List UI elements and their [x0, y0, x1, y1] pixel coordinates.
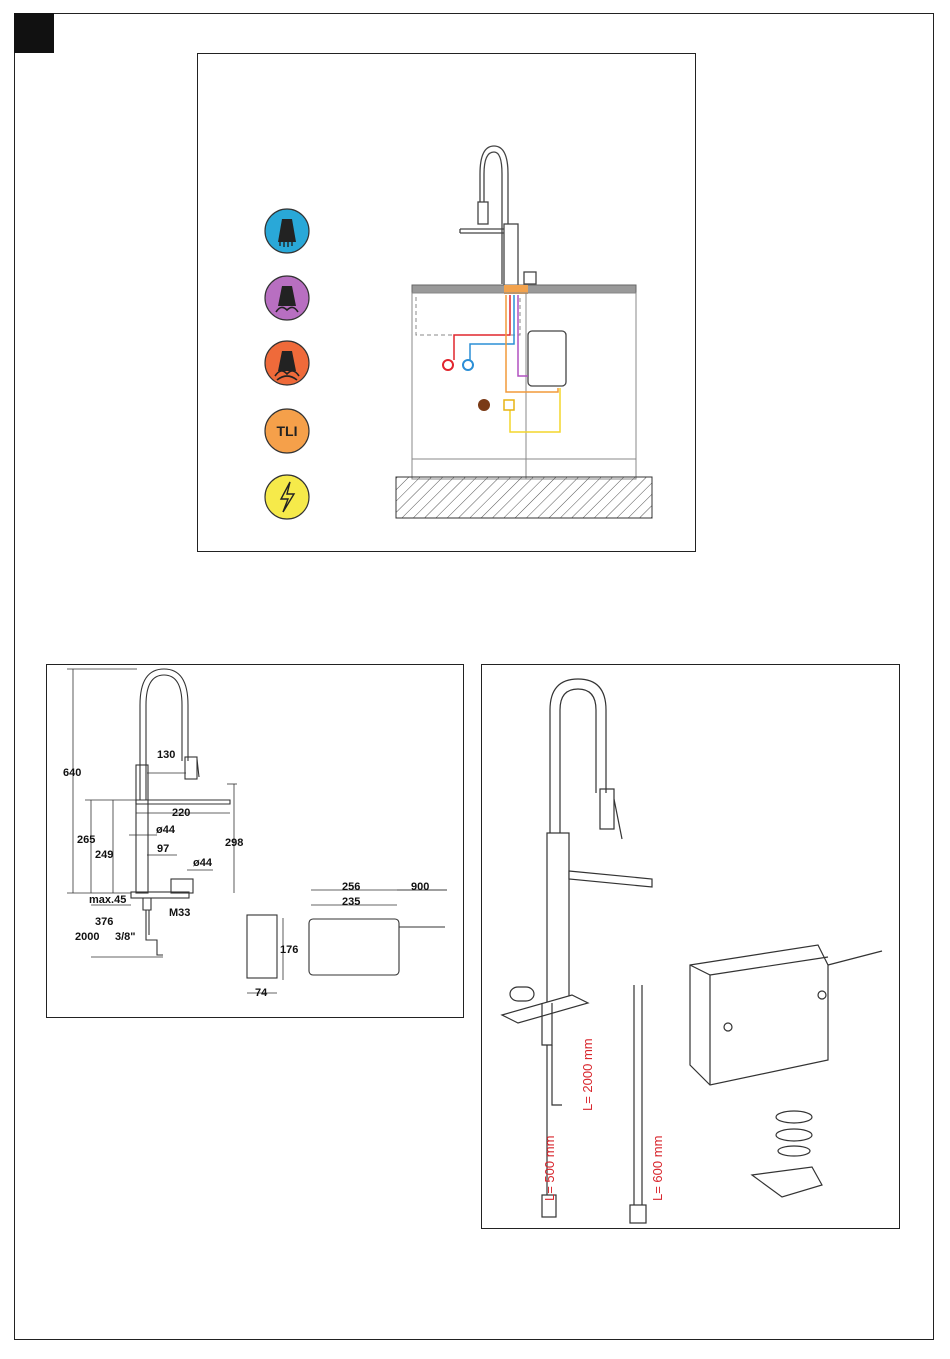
sink-cabinet — [412, 293, 636, 479]
hot-water-valve — [443, 360, 453, 370]
dim-640: 640 — [63, 767, 81, 779]
control-box — [528, 331, 566, 386]
dim-97: 97 — [157, 843, 169, 855]
dimensions-panel: 640 130 220 265 249 298 ø44 97 ø44 max.4… — [46, 664, 464, 1018]
drain-connection — [478, 399, 490, 411]
hot-water-icon — [265, 341, 309, 385]
dim-298: 298 — [225, 837, 243, 849]
dim-044-top: ø44 — [156, 824, 176, 836]
dim-249: 249 — [95, 849, 113, 861]
box-front-view — [309, 919, 399, 975]
dim-265: 265 — [77, 834, 95, 846]
tli-label: TLI — [277, 423, 298, 439]
connection-hoses — [630, 985, 646, 1223]
parts-drawing: L= 500 mm L= 2000 mm L= 600 mm — [482, 665, 901, 1230]
power-socket — [504, 400, 514, 410]
faucet-side-view — [460, 146, 536, 286]
dim-3-8: 3/8" — [115, 931, 136, 943]
dim-74: 74 — [255, 987, 268, 999]
control-box-3d — [690, 945, 882, 1085]
electric-icon — [265, 475, 309, 519]
hose-label-2000: L= 2000 mm — [580, 1038, 595, 1111]
dim-900: 900 — [411, 881, 429, 893]
cold-water-icon — [265, 209, 309, 253]
dim-376: 376 — [95, 916, 113, 928]
box-side-view — [247, 915, 277, 978]
hot-water-line — [454, 295, 510, 360]
installation-scheme: TLI — [198, 54, 697, 553]
dim-220: 220 — [172, 807, 190, 819]
dim-176: 176 — [280, 944, 298, 956]
section-marker — [14, 13, 54, 53]
dim-044-bottom: ø44 — [193, 857, 213, 869]
tli-icon: TLI — [265, 409, 309, 453]
parts-panel: L= 500 mm L= 2000 mm L= 600 mm — [481, 664, 900, 1229]
hose-label-600: L= 600 mm — [650, 1136, 665, 1201]
cold-water-valve — [463, 360, 473, 370]
dim-130: 130 — [157, 749, 175, 761]
cold-water-line — [470, 295, 514, 360]
mounting-rings — [752, 1111, 822, 1197]
dim-2000: 2000 — [75, 931, 99, 943]
hose-label-500: L= 500 mm — [542, 1136, 557, 1201]
dimension-drawing: 640 130 220 265 249 298 ø44 97 ø44 max.4… — [47, 665, 465, 1019]
dim-256: 256 — [342, 881, 360, 893]
dim-max45: max.45 — [89, 894, 126, 906]
installation-scheme-panel: TLI — [197, 53, 696, 552]
floor — [396, 477, 652, 518]
faucet-3d — [502, 679, 652, 1217]
power-line — [510, 388, 560, 432]
dim-235: 235 — [342, 896, 360, 908]
dim-m33: M33 — [169, 907, 190, 919]
mixed-water-icon — [265, 276, 309, 320]
